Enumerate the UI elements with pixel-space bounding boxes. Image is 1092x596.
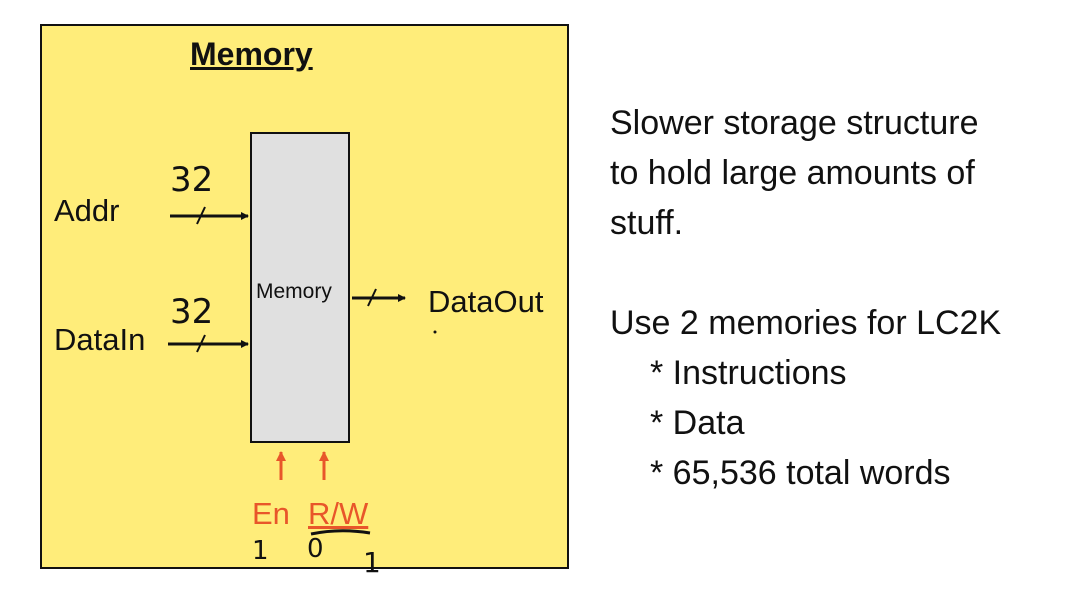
rw-value: 0 bbox=[307, 534, 324, 564]
description-text: Slower storage structure to hold large a… bbox=[610, 98, 1070, 498]
description-line: stuff. bbox=[610, 204, 684, 242]
dataout-label: DataOut bbox=[428, 284, 544, 319]
rw-label: R/W bbox=[308, 496, 369, 531]
description-line: Slower storage structure bbox=[610, 104, 979, 142]
stray-dot bbox=[433, 330, 437, 334]
rw-value-alt: 1 bbox=[363, 546, 381, 579]
en-label: En bbox=[252, 496, 290, 531]
memory-block-label: Memory bbox=[256, 280, 332, 303]
datain-arrow bbox=[168, 334, 249, 353]
description-subheading: Use 2 memories for LC2K bbox=[610, 304, 1002, 342]
datain-label: DataIn bbox=[54, 322, 146, 357]
diagram-title: Memory bbox=[190, 36, 313, 72]
addr-arrow bbox=[170, 206, 249, 225]
en-value: 1 bbox=[252, 536, 269, 566]
description-bullet: * Instructions bbox=[650, 354, 847, 392]
rw-overline bbox=[310, 529, 371, 536]
memory-block: Memory bbox=[250, 132, 350, 443]
addr-width-label: 32 bbox=[170, 160, 214, 200]
addr-label: Addr bbox=[54, 193, 120, 228]
description-bullet: * 65,536 total words bbox=[650, 454, 951, 492]
description-line: to hold large amounts of bbox=[610, 154, 975, 192]
dataout-arrow bbox=[352, 288, 406, 307]
description-bullet: * Data bbox=[650, 404, 745, 442]
datain-width-label: 32 bbox=[170, 292, 214, 332]
